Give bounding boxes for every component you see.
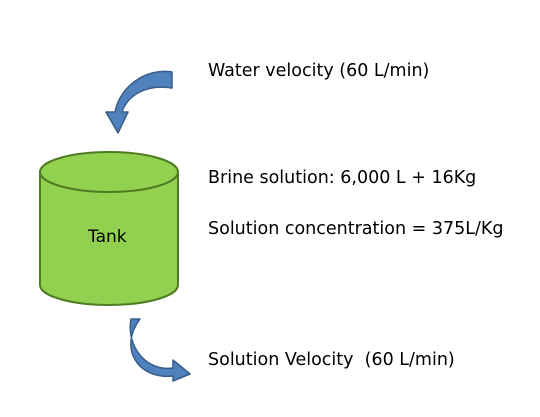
outflow-arrow-icon <box>129 318 191 382</box>
brine-solution-label: Brine solution: 6,000 L + 16Kg <box>208 168 477 188</box>
inflow-arrow-icon <box>105 70 173 134</box>
tank-label: Tank <box>88 227 127 247</box>
water-velocity-label: Water velocity (60 L/min) <box>208 61 430 81</box>
tank-cylinder <box>39 151 179 306</box>
solution-velocity-label: Solution Velocity (60 L/min) <box>208 350 455 370</box>
solution-concentration-label: Solution concentration = 375L/Kg <box>208 219 504 239</box>
